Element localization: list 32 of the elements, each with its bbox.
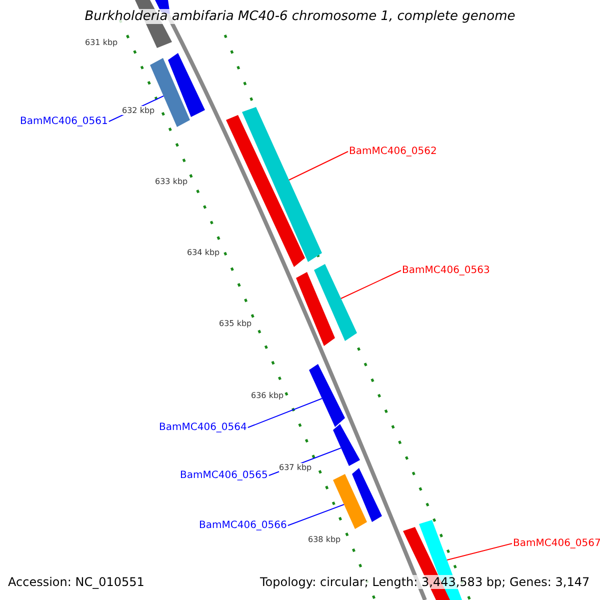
gene-feature-bar bbox=[314, 264, 357, 341]
info-text: Topology: circular; Length: 3,443,583 bp; Genes: 3,147 bbox=[260, 575, 590, 589]
gene-feature-bar bbox=[333, 424, 360, 466]
gene-feature-bar bbox=[352, 468, 382, 522]
gene-feature-bar bbox=[226, 115, 305, 267]
info-text: Accession: NC_010551 bbox=[8, 575, 144, 589]
scale-label: 637 kbp bbox=[279, 463, 312, 472]
gene-label: BamMC406_0566 bbox=[199, 520, 287, 531]
scale-label: 634 kbp bbox=[187, 248, 220, 257]
gene-feature-bar bbox=[333, 474, 367, 529]
gene-label: BamMC406_0561 bbox=[20, 116, 108, 127]
leader-line bbox=[340, 270, 402, 299]
scale-label: 638 kbp bbox=[308, 535, 341, 544]
scale-label: 635 kbp bbox=[219, 319, 252, 328]
title: Burkholderia ambifaria MC40-6 chromosome 1, complete genome bbox=[84, 9, 516, 24]
gene-feature-bar bbox=[309, 364, 345, 427]
leader-line bbox=[446, 543, 512, 560]
gene-label: BamMC406_0565 bbox=[180, 470, 268, 481]
gene-feature-bar bbox=[296, 272, 335, 346]
scale-label: 633 kbp bbox=[155, 177, 188, 186]
leader-line bbox=[288, 151, 348, 180]
gene-label: BamMC406_0563 bbox=[402, 265, 490, 276]
leader-line bbox=[247, 398, 322, 428]
gene-label: BamMC406_0564 bbox=[159, 422, 247, 433]
gene-feature-bar bbox=[242, 107, 322, 262]
scale-label: 632 kbp bbox=[122, 106, 155, 115]
gene-label: BamMC406_0567 bbox=[513, 538, 600, 549]
leader-line bbox=[287, 504, 344, 526]
gene-feature-bar bbox=[168, 53, 205, 117]
gene-label: BamMC406_0562 bbox=[349, 146, 437, 157]
scale-label: 631 kbp bbox=[85, 38, 118, 47]
scale-label: 636 kbp bbox=[251, 391, 284, 400]
